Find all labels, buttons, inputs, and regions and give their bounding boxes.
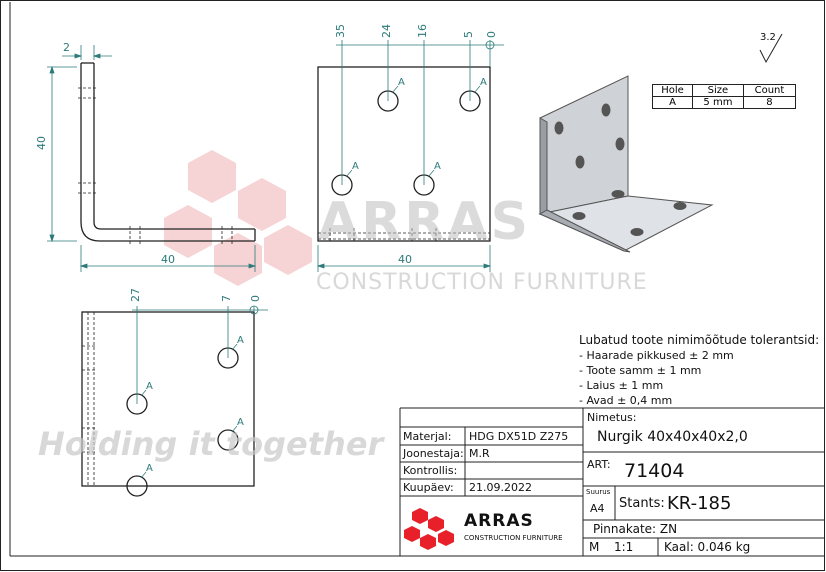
side-view-hidden-holes [78, 87, 233, 244]
bottom-hole-label: A [146, 463, 153, 474]
title-block-grid [399, 407, 824, 556]
bottom-hole-label: A [237, 417, 244, 428]
watermark-slogan: Holding it together [38, 425, 384, 463]
material-label: Materjal: [403, 430, 452, 443]
hole-table: Hole Size Count A 5 mm 8 [652, 84, 797, 109]
front-dim-5: 5 [462, 31, 475, 38]
scale-value: 1:1 [614, 540, 634, 554]
tolerance-line: - Toote samm ± 1 mm [579, 364, 702, 377]
side-dim-width: 40 [161, 253, 175, 266]
hole-table-header-count: Count [742, 84, 797, 97]
drafter-value: M.R [469, 447, 490, 460]
bottom-hole-label: A [146, 381, 153, 392]
hole-table-header-hole: Hole [652, 84, 693, 97]
hole-table-header: Hole Size Count [652, 84, 797, 97]
front-hole-label: A [480, 77, 487, 88]
watermark-subtitle: CONSTRUCTION FURNITURE [316, 270, 648, 295]
side-view-dimensions [47, 45, 257, 272]
material-value: HDG DX51D Z275 [469, 430, 569, 443]
tolerances-title: Lubatud toote nimimõõtude tolerantsid: [579, 333, 820, 347]
tolerance-line: - Laius ± 1 mm [579, 379, 664, 392]
watermark-brand: ARRAS [318, 192, 532, 252]
bottom-view [81, 311, 255, 497]
bottom-view-dimensions [132, 305, 268, 404]
date-value: 21.09.2022 [469, 481, 532, 494]
side-dim-height: 40 [35, 136, 48, 150]
tolerance-line: - Haarade pikkused ± 2 mm [579, 349, 734, 362]
hole-table-header-size: Size [691, 84, 744, 97]
arras-logo-icon [404, 508, 454, 550]
art-label: ART: [587, 458, 611, 471]
hole-table-cell-count: 8 [742, 96, 797, 109]
logo-brand: ARRAS [464, 511, 534, 531]
front-dim-24: 24 [380, 24, 393, 38]
stamp-label: Stants: [619, 496, 665, 511]
bottom-dim-27: 27 [129, 288, 142, 302]
bottom-dim-0: 0 [249, 295, 262, 302]
side-dim-thickness: 2 [63, 41, 70, 54]
coating-value: Pinnakate: ZN [593, 522, 678, 536]
surface-finish-value: 3.2 [760, 32, 776, 43]
drafter-label: Joonestaja: [403, 447, 464, 460]
logo-subtitle: CONSTRUCTION FURNITURE [464, 534, 563, 542]
front-dim-35: 35 [334, 24, 347, 38]
hole-table-cell-hole: A [652, 96, 693, 109]
weight-value: Kaal: 0.046 kg [664, 540, 751, 554]
watermark-logo-icon [164, 150, 312, 286]
surface-finish-icon [759, 33, 783, 64]
hole-table-row: A 5 mm 8 [652, 96, 797, 109]
name-label: Nimetus: [587, 411, 637, 424]
front-hole-label: A [352, 161, 359, 172]
date-label: Kuupäev: [403, 481, 454, 494]
bottom-dim-7: 7 [220, 295, 233, 302]
size-value: A4 [590, 502, 605, 515]
bottom-hole-label: A [237, 335, 244, 346]
front-view-dimensions [316, 40, 504, 272]
art-value: 71404 [624, 460, 685, 482]
name-value: Nurgik 40x40x40x2,0 [597, 429, 748, 445]
tolerance-line: - Avad ± 0,4 mm [579, 394, 673, 407]
front-hole-label: A [434, 161, 441, 172]
side-view [80, 62, 256, 242]
size-label: Suurus [586, 488, 611, 496]
front-hole-label: A [398, 77, 405, 88]
front-dim-width: 40 [398, 253, 412, 266]
stamp-value: KR-185 [667, 493, 732, 514]
scale-label: M [589, 540, 600, 554]
front-dim-16: 16 [416, 24, 429, 38]
hole-table-cell-size: 5 mm [691, 96, 744, 109]
front-dim-0: 0 [485, 31, 498, 38]
bracket-3d-icon [538, 75, 714, 253]
checker-label: Kontrollis: [403, 464, 458, 477]
